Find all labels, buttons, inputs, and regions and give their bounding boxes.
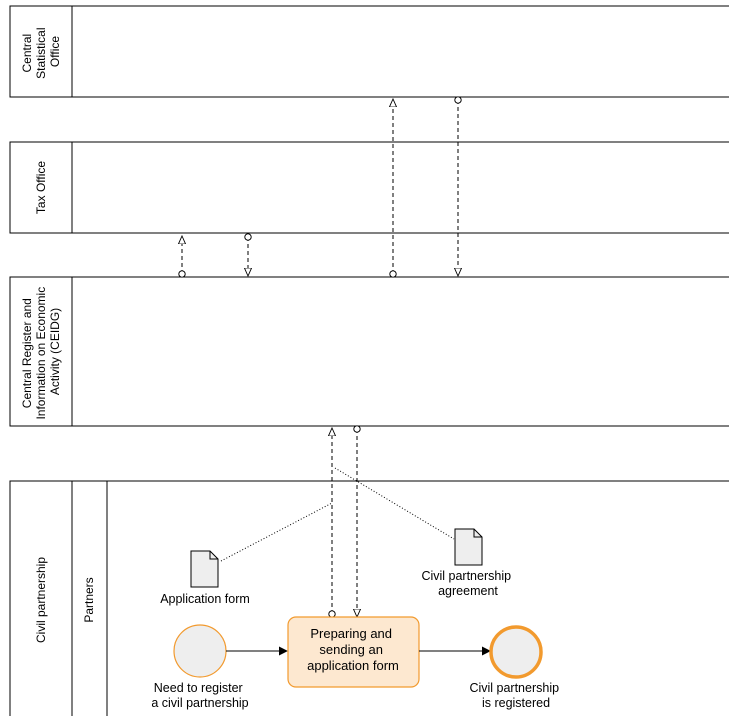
data-object-application-form[interactable]: Application form — [160, 550, 250, 606]
pool-tax-office[interactable]: Tax Office — [9, 141, 729, 234]
data-object-label-civil-partnership-agreement: Civil partnership agreement — [421, 569, 514, 598]
start-event[interactable]: Need to register a civil partnership — [151, 624, 249, 710]
pool-central-statistical-office[interactable]: Central Statistical Office — [9, 5, 729, 98]
pool-label-civil-partnership: Civil partnership — [34, 557, 48, 643]
pool-label-central-statistical-office: Central Statistical Office — [20, 24, 62, 79]
end-event[interactable]: Civil partnership is registered — [469, 625, 562, 710]
start-event-label: Need to register a civil partnership — [151, 681, 248, 710]
data-object-label-application-form: Application form — [160, 592, 250, 606]
pool-label-tax-office: Tax Office — [34, 161, 48, 214]
pool-label-ceidg: Central Register and Information on Econ… — [20, 283, 62, 419]
lane-label-partners: Partners — [82, 577, 96, 622]
task-label: Preparing and sending an application for… — [307, 626, 399, 673]
task-preparing-sending-application-form[interactable]: Preparing and sending an application for… — [287, 616, 420, 688]
pool-ceidg[interactable]: Central Register and Information on Econ… — [9, 276, 729, 427]
end-event-label: Civil partnership is registered — [469, 681, 562, 710]
data-object-civil-partnership-agreement[interactable]: Civil partnership agreement — [421, 528, 514, 598]
association-civil-partnership-agreement — [334, 467, 455, 540]
